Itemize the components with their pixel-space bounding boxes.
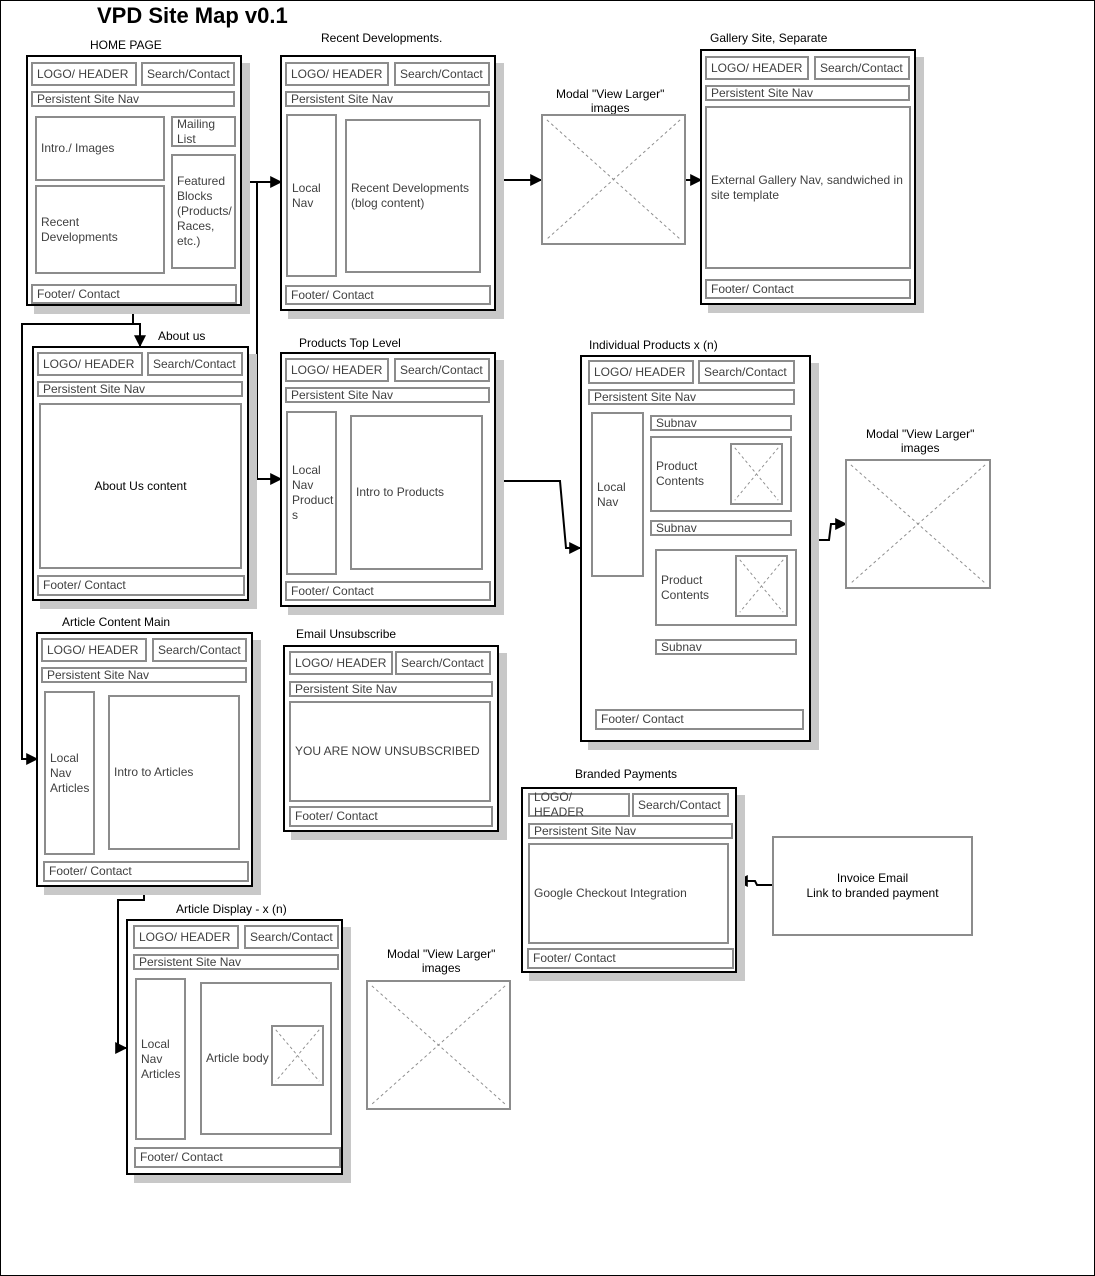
local-nav-products-block: Local Nav Product s <box>286 411 337 575</box>
intro-to-products-block: Intro to Products <box>350 415 483 570</box>
diagram-title: VPD Site Map v0.1 <box>97 3 288 28</box>
logo-header-block: LOGO/ HEADER <box>705 56 809 80</box>
footer-contact-block: Footer/ Contact <box>31 284 237 304</box>
branded-payments-label: Branded Payments <box>575 767 678 781</box>
persistent-site-nav-block: Persistent Site Nav <box>289 681 493 697</box>
modal-view-larger-label: Modal "View Larger" images <box>387 947 496 975</box>
persistent-site-nav-block: Persistent Site Nav <box>37 381 243 397</box>
persistent-site-nav-block: Persistent Site Nav <box>528 823 733 839</box>
blog-content-block: Recent Developments (blog content) <box>345 119 481 273</box>
footer-contact-block: Footer/ Contact <box>289 806 493 827</box>
image-placeholder <box>366 980 511 1110</box>
logo-header-block: LOGO/ HEADER <box>289 651 393 675</box>
search-contact-block: Search/Contact <box>141 62 235 86</box>
persistent-site-nav-block: Persistent Site Nav <box>41 667 247 683</box>
local-nav-articles-block: Local Nav Articles <box>135 978 186 1140</box>
article-display-wireframe: LOGO/ HEADER Search/Contact Persistent S… <box>126 919 343 1175</box>
about-us-content-block: About Us content <box>39 403 242 569</box>
products-top-level-label: Products Top Level <box>299 336 401 350</box>
email-unsubscribe-label: Email Unsubscribe <box>296 627 397 641</box>
article-display-label: Article Display - x (n) <box>176 902 287 916</box>
subnav-block: Subnav <box>650 520 792 536</box>
footer-contact-block: Footer/ Contact <box>43 861 249 882</box>
logo-header-block: LOGO/ HEADER <box>588 360 694 384</box>
intro-to-articles-block: Intro to Articles <box>108 695 240 850</box>
email-unsubscribe-wireframe: LOGO/ HEADER Search/Contact Persistent S… <box>283 645 499 832</box>
search-contact-block: Search/Contact <box>152 638 247 662</box>
footer-contact-block: Footer/ Contact <box>705 279 911 299</box>
search-contact-block: Search/Contact <box>147 352 243 376</box>
subnav-block: Subnav <box>650 415 792 431</box>
persistent-site-nav-block: Persistent Site Nav <box>705 85 910 101</box>
local-nav-block: Local Nav <box>286 114 337 277</box>
modal-view-larger-label: Modal "View Larger" images <box>866 427 975 455</box>
logo-header-block: LOGO/ HEADER <box>37 352 143 376</box>
footer-contact-block: Footer/ Contact <box>37 575 245 596</box>
logo-header-block: LOGO/ HEADER <box>528 790 630 819</box>
recent-developments-wireframe: LOGO/ HEADER Search/Contact Persistent S… <box>280 55 496 311</box>
persistent-site-nav-block: Persistent Site Nav <box>133 954 339 970</box>
article-content-main-wireframe: LOGO/ HEADER Search/Contact Persistent S… <box>36 632 253 887</box>
logo-header-block: LOGO/ HEADER <box>41 638 147 662</box>
persistent-site-nav-block: Persistent Site Nav <box>285 387 490 403</box>
home-page-label: HOME PAGE <box>90 38 162 52</box>
logo-header-block: LOGO/ HEADER <box>31 62 137 86</box>
local-nav-articles-block: Local Nav Articles <box>44 691 95 855</box>
recent-developments-label: Recent Developments. <box>321 31 443 45</box>
mailing-list-block: Mailing List <box>171 116 236 147</box>
recent-developments-block: Recent Developments <box>35 185 165 274</box>
search-contact-block: Search/Contact <box>394 62 490 86</box>
unsubscribed-message-block: YOU ARE NOW UNSUBSCRIBED <box>289 701 491 802</box>
search-contact-block: Search/Contact <box>698 360 795 384</box>
footer-contact-block: Footer/ Contact <box>285 581 491 601</box>
about-us-wireframe: LOGO/ HEADER Search/Contact Persistent S… <box>32 346 249 601</box>
products-top-level-wireframe: LOGO/ HEADER Search/Contact Persistent S… <box>280 352 496 607</box>
search-contact-block: Search/Contact <box>394 358 490 382</box>
search-contact-block: Search/Contact <box>814 56 910 80</box>
search-contact-block: Search/Contact <box>395 651 491 675</box>
gallery-site-label: Gallery Site, Separate <box>710 31 828 45</box>
logo-header-block: LOGO/ HEADER <box>133 925 239 949</box>
article-content-main-label: Article Content Main <box>62 615 171 629</box>
image-placeholder <box>730 443 783 505</box>
logo-header-block: LOGO/ HEADER <box>285 358 389 382</box>
invoice-email-box: Invoice Email Link to branded payment <box>772 836 973 936</box>
featured-blocks-block: Featured Blocks (Products/ Races, etc.) <box>171 154 236 269</box>
image-placeholder <box>271 1025 324 1086</box>
about-us-label: About us <box>158 329 206 343</box>
individual-products-label: Individual Products x (n) <box>589 338 718 352</box>
branded-payments-wireframe: LOGO/ HEADER Search/Contact Persistent S… <box>521 787 737 973</box>
image-placeholder <box>845 459 991 589</box>
image-placeholder <box>735 555 788 617</box>
subnav-block: Subnav <box>655 639 797 655</box>
footer-contact-block: Footer/ Contact <box>285 285 491 305</box>
local-nav-block: Local Nav <box>591 412 644 577</box>
search-contact-block: Search/Contact <box>244 925 339 949</box>
persistent-site-nav-block: Persistent Site Nav <box>31 91 235 107</box>
footer-contact-block: Footer/ Contact <box>527 948 734 969</box>
image-placeholder <box>541 114 686 245</box>
modal-view-larger-label: Modal "View Larger" images <box>556 87 665 115</box>
home-page-wireframe: LOGO/ HEADER Search/Contact Persistent S… <box>26 55 242 306</box>
footer-contact-block: Footer/ Contact <box>595 709 804 730</box>
persistent-site-nav-block: Persistent Site Nav <box>285 91 490 107</box>
google-checkout-block: Google Checkout Integration <box>528 843 729 944</box>
persistent-site-nav-block: Persistent Site Nav <box>588 389 795 405</box>
external-gallery-nav-block: External Gallery Nav, sandwiched in site… <box>705 106 911 269</box>
intro-images-block: Intro./ Images <box>35 116 165 181</box>
footer-contact-block: Footer/ Contact <box>134 1147 341 1168</box>
search-contact-block: Search/Contact <box>632 793 729 817</box>
logo-header-block: LOGO/ HEADER <box>285 62 389 86</box>
gallery-site-wireframe: LOGO/ HEADER Search/Contact Persistent S… <box>700 49 916 305</box>
individual-products-wireframe: LOGO/ HEADER Search/Contact Persistent S… <box>580 355 811 742</box>
